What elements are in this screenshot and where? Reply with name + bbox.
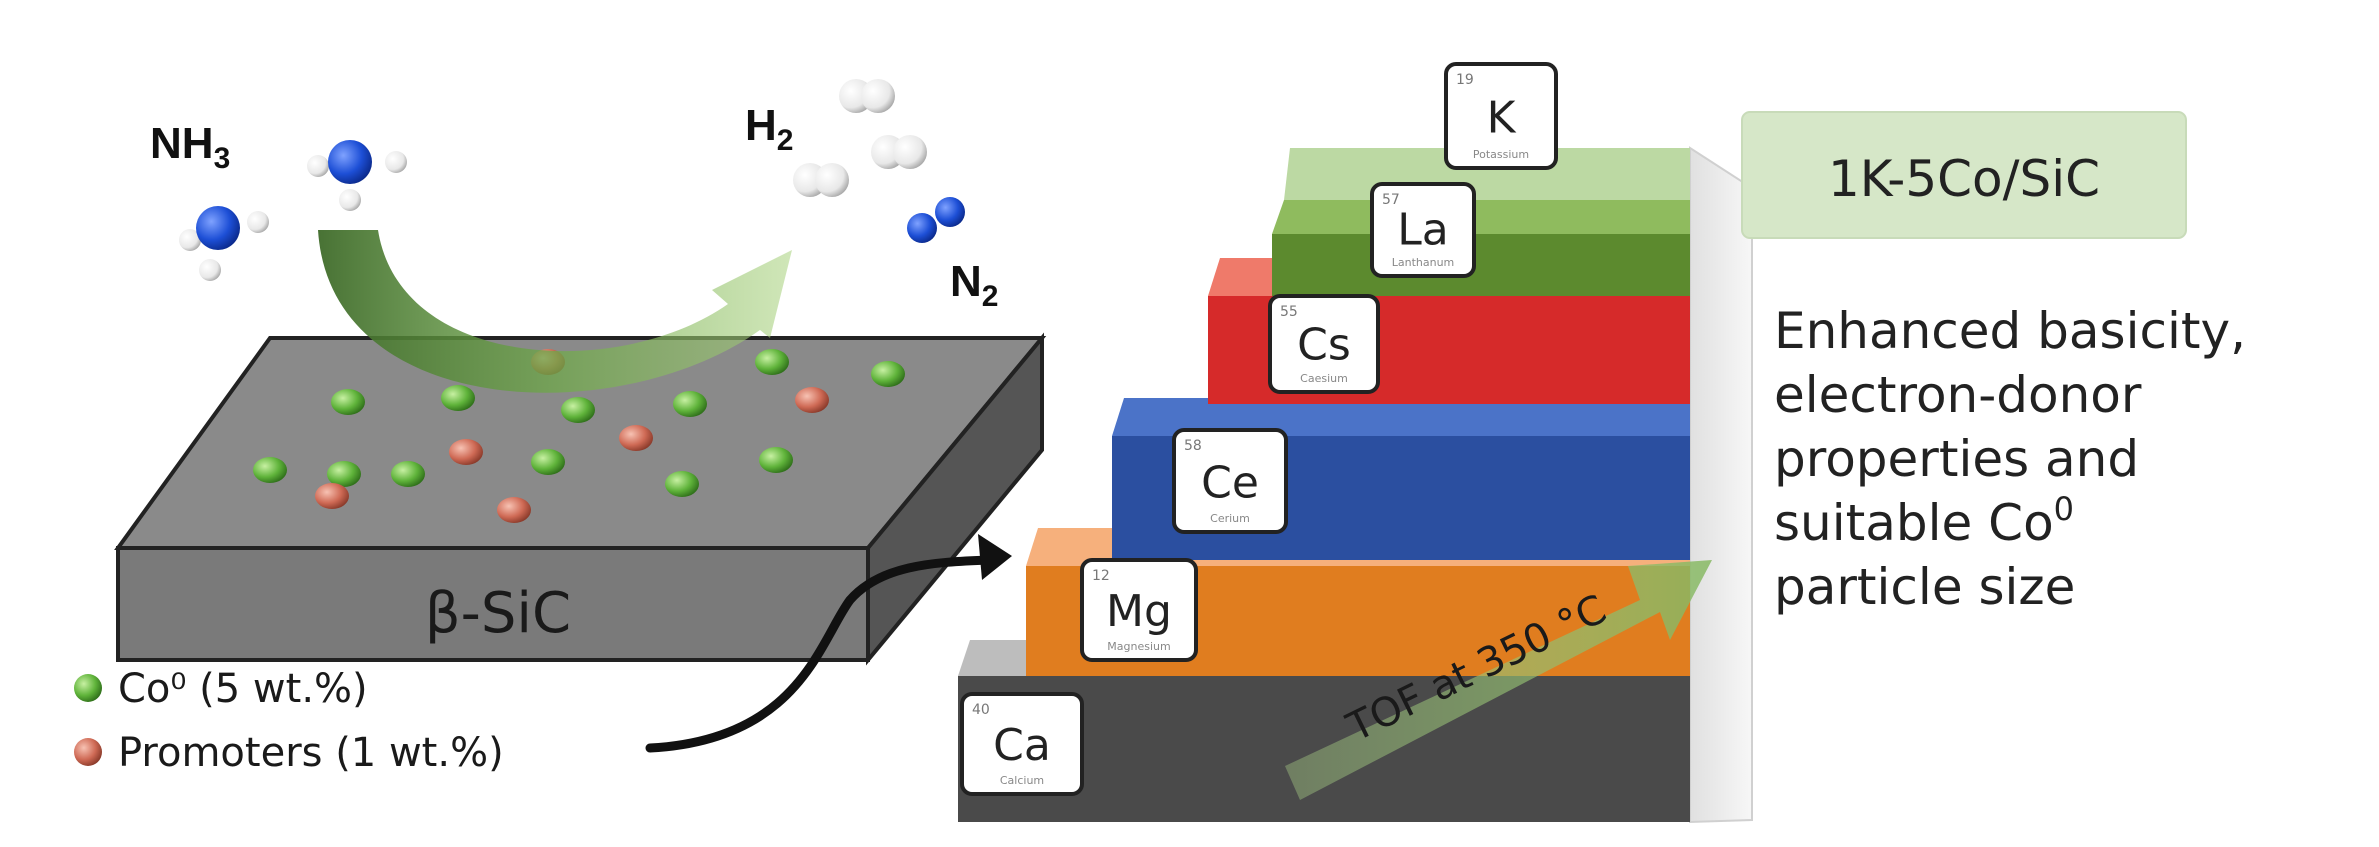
substrate-side-face: [866, 332, 1044, 666]
description-line-4: suitable Co0: [1774, 490, 2074, 552]
cobalt-particle: [391, 461, 425, 487]
element-name: Lanthanum: [1392, 256, 1455, 269]
cobalt-particle: [665, 471, 699, 497]
step-la: [1272, 200, 1690, 296]
element-tile-frame: [1268, 294, 1380, 394]
cobalt-particle: [531, 449, 565, 475]
catalyst-box-bg: [1741, 111, 2187, 239]
promoter-legend-label: Promoters (1 wt.%): [118, 730, 504, 776]
promoter-staircase: TOF at 350 °C 40CaCalcium12MgMagnesium58…: [958, 62, 1753, 824]
h2-molecule-1: [839, 79, 895, 113]
nh3-label: NH3: [150, 119, 230, 175]
description-line-2: electron-donor: [1774, 366, 2142, 424]
promoter-particle: [315, 483, 349, 509]
element-name: Potassium: [1473, 148, 1529, 161]
element-tile-frame: [1444, 62, 1558, 170]
element-symbol: Ca: [993, 720, 1051, 771]
cobalt-particle: [327, 461, 361, 487]
cobalt-particle: [441, 385, 475, 411]
element-tile-frame: [1080, 558, 1198, 662]
step-front-face: [1272, 234, 1690, 296]
element-name: Cerium: [1210, 512, 1250, 525]
h2-molecules: [793, 79, 927, 197]
element-name: Calcium: [1000, 774, 1044, 787]
element-symbol: Cs: [1297, 319, 1351, 370]
nh3-molecule-1: [179, 206, 269, 281]
description: Enhanced basicity, electron-donor proper…: [1774, 302, 2246, 616]
element-number: 12: [1092, 568, 1110, 584]
cobalt-particle: [759, 447, 793, 473]
element-number: 57: [1382, 192, 1400, 208]
h2-molecule-3: [793, 163, 849, 197]
element-number: 40: [972, 702, 990, 718]
cobalt-particle: [673, 391, 707, 417]
h2-label: H2: [745, 101, 793, 157]
element-tile-frame: [1172, 428, 1288, 534]
cobalt-particle: [253, 457, 287, 483]
cobalt-particle: [755, 349, 789, 375]
cobalt-particle: [871, 361, 905, 387]
description-line-5: particle size: [1774, 558, 2075, 616]
cobalt-particle: [331, 389, 365, 415]
element-symbol: Mg: [1106, 586, 1172, 637]
promoter-particle: [795, 387, 829, 413]
legend: Co⁰ (5 wt.%) Promoters (1 wt.%): [74, 666, 504, 776]
element-number: 58: [1184, 438, 1202, 454]
element-name: Magnesium: [1107, 640, 1170, 653]
element-symbol: La: [1397, 205, 1448, 256]
tof-arrow-body: [1285, 560, 1712, 800]
reaction-arrow: [318, 230, 792, 393]
element-tile-frame: [960, 692, 1084, 796]
particle-layer: [253, 349, 905, 523]
promoter-particle: [449, 439, 483, 465]
connector-arrow: [645, 534, 1012, 753]
element-number: 19: [1456, 72, 1474, 88]
element-tile-frame: [1370, 182, 1476, 278]
substrate-label: β-SiC: [425, 581, 571, 646]
element-symbol: Ce: [1201, 457, 1259, 508]
element-name: Caesium: [1300, 372, 1348, 385]
catalyst-label: 1K-5Co/SiC: [1828, 150, 2100, 208]
element-number: 55: [1280, 304, 1298, 320]
step-top-face: [1272, 200, 1690, 234]
promoter-legend-swatch: [74, 738, 102, 766]
n2-molecule: [907, 197, 965, 243]
staircase-side-wall: [1689, 146, 1753, 824]
element-tile-k: 19K Potassium: [1444, 62, 1558, 170]
promoter-particle: [619, 425, 653, 451]
h2-molecule-2: [871, 135, 927, 169]
reaction-arrow-body: [318, 230, 792, 393]
step-top-face: [1112, 398, 1690, 436]
description-line-3: properties and: [1774, 430, 2139, 488]
cobalt-legend-label: Co⁰ (5 wt.%): [118, 666, 368, 712]
cobalt-particle: [561, 397, 595, 423]
promoter-particle: [497, 497, 531, 523]
catalyst-box: 1K-5Co/SiC: [1741, 111, 2187, 239]
nh3-molecule-2: [307, 140, 407, 211]
n2-label: N2: [950, 257, 998, 313]
element-symbol: K: [1487, 93, 1517, 144]
description-line-1: Enhanced basicity,: [1774, 302, 2246, 360]
cobalt-legend-swatch: [74, 674, 102, 702]
